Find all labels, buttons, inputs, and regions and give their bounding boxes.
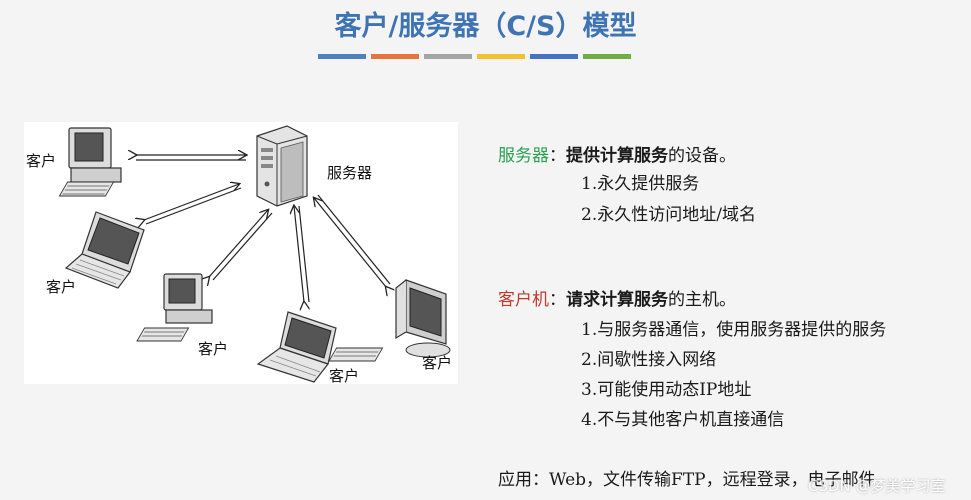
arrow-crt-server	[314, 194, 390, 287]
client-rest: 的主机。	[668, 290, 736, 310]
server-label: 服务器	[327, 164, 373, 182]
server-rest: 的设备。	[668, 146, 736, 166]
arrow-desktop2-server	[209, 210, 273, 280]
cs-network-diagram: 客户 服务器 客户 客户 客户 客户	[24, 122, 458, 385]
desktop-computer-icon	[58, 127, 122, 197]
stripe-3	[424, 54, 472, 59]
client-item: 3.可能使用动态IP地址	[581, 380, 752, 400]
client-label: 客户	[46, 278, 77, 296]
client-label: 客户	[26, 152, 57, 170]
server-item: 1.永久提供服务	[581, 174, 700, 194]
client-definition: 客户机：请求计算服务的主机。	[498, 285, 736, 310]
server-definition: 服务器：提供计算服务的设备。	[498, 141, 736, 166]
stripe-6	[583, 54, 631, 59]
laptop-computer-icon	[64, 211, 145, 289]
stripe-1	[318, 54, 366, 59]
client-label: 客户	[198, 340, 229, 358]
page-title: 客户/服务器（C/S）模型	[334, 11, 637, 42]
server-term: 服务器	[498, 146, 549, 166]
desktop-computer-icon	[136, 273, 213, 342]
laptop-computer-icon	[256, 311, 337, 383]
arrow-desktop1-server	[136, 155, 246, 161]
title-color-stripes	[318, 54, 631, 59]
client-label: 客户	[422, 354, 453, 372]
stripe-4	[477, 54, 525, 59]
server-item: 2.永久性访问地址/域名	[581, 205, 756, 225]
arrow-laptop1-server	[144, 184, 242, 224]
server-emphasis: 提供计算服务	[566, 146, 668, 166]
client-label: 客户	[329, 367, 360, 385]
applications-line: 应用：Web，文件传输FTP，远程登录，电子邮件	[498, 470, 876, 490]
client-item: 2.间歇性接入网络	[581, 350, 717, 370]
stripe-2	[371, 54, 419, 59]
stripe-5	[530, 54, 578, 59]
client-item: 4.不与其他客户机直接通信	[581, 410, 785, 430]
client-term: 客户机	[498, 290, 549, 310]
server-tower-icon	[256, 125, 308, 207]
crt-monitor-icon	[328, 279, 451, 362]
client-colon: ：	[549, 290, 566, 310]
client-emphasis: 请求计算服务	[566, 290, 668, 310]
diagram-canvas	[58, 125, 451, 383]
client-item: 1.与服务器通信，使用服务器提供的服务	[581, 320, 887, 340]
watermark: CSDN @梦美学习室	[808, 477, 946, 495]
arrow-laptop2-server	[294, 206, 309, 302]
connection-arrows	[136, 155, 390, 302]
server-colon: ：	[549, 146, 566, 166]
